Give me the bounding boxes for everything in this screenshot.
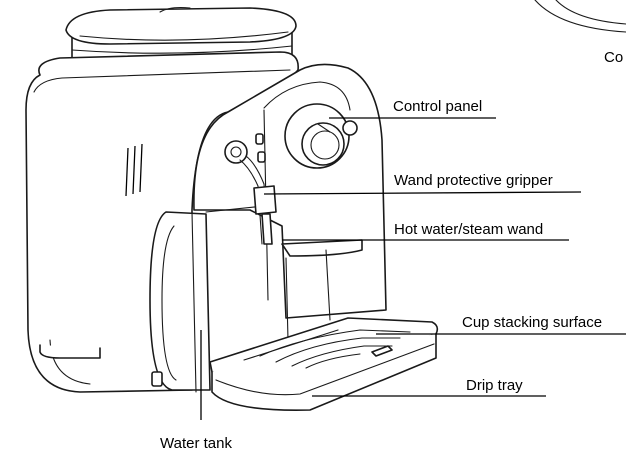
label-control-panel: Control panel <box>393 98 482 115</box>
callout-lines <box>200 117 626 420</box>
coffee-spout-area <box>281 239 363 341</box>
cropped-label: Co <box>604 49 623 66</box>
bean-hopper-lid <box>65 6 297 65</box>
callout-wand-gripper <box>263 191 582 195</box>
label-cup-surface: Cup stacking surface <box>462 314 602 331</box>
label-steam-wand: Hot water/steam wand <box>394 221 543 238</box>
label-wand-gripper: Wand protective gripper <box>394 172 553 189</box>
steam-wand <box>239 155 277 245</box>
water-tank <box>149 205 265 393</box>
label-water-tank: Water tank <box>160 435 232 452</box>
label-drip-tray: Drip tray <box>466 377 523 394</box>
cropped-component-outline <box>534 0 626 33</box>
espresso-machine-illustration <box>25 6 439 411</box>
